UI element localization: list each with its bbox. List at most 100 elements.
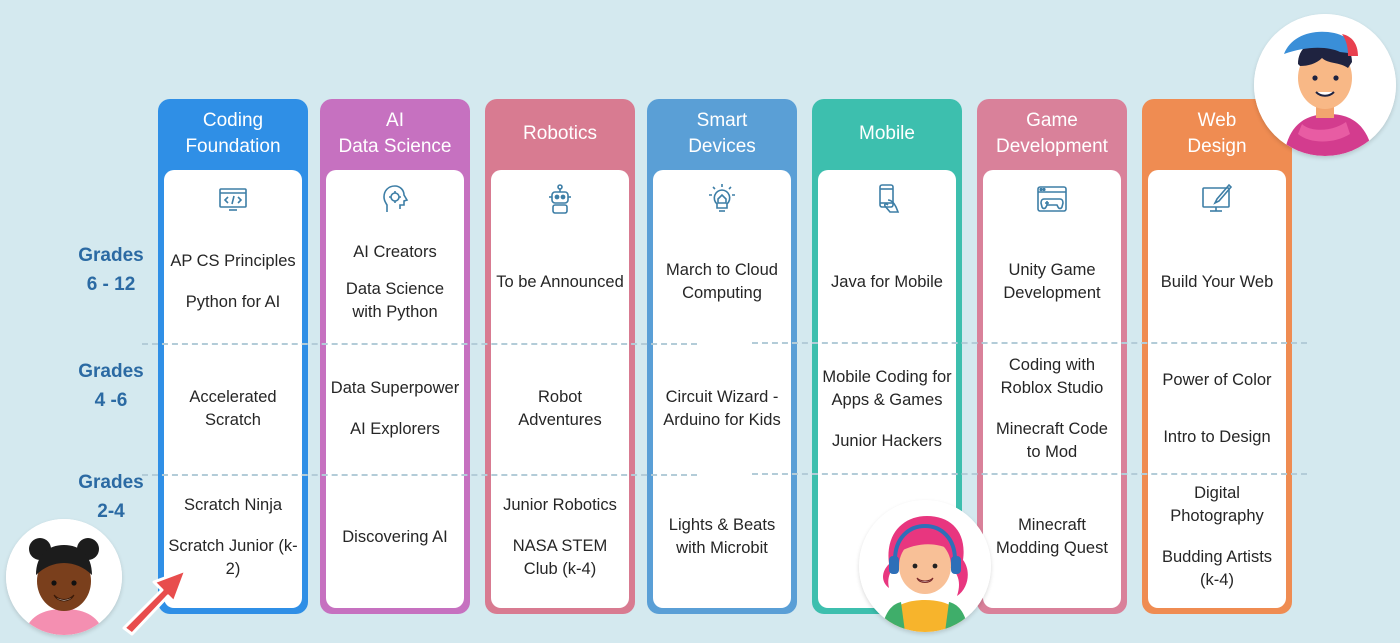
track-title-line: Game	[1026, 110, 1078, 131]
grade-label-line: Grades	[78, 472, 144, 493]
course-name: March to Cloud Computing	[666, 261, 778, 302]
course-cell: Data Superpower AI Explorers	[330, 346, 460, 472]
course-name: Scratch Ninja	[183, 495, 283, 514]
course-name: Build Your Web	[1160, 272, 1274, 291]
robot-icon	[543, 182, 577, 216]
course-name: Intro to Design	[1163, 428, 1271, 446]
course-cell: Power of Color Intro to Design	[1152, 346, 1282, 472]
course-cell: Minecraft Modding Quest	[987, 476, 1117, 598]
girl-avatar	[6, 519, 122, 635]
course-cell: Coding with Roblox Studio Minecraft Code…	[987, 346, 1117, 472]
course-cell: To be Announced	[495, 222, 625, 342]
course-cell: Accelerated Scratch	[168, 346, 298, 472]
course-cell: Circuit Wizard - Arduino for Kids	[657, 346, 787, 472]
game-controller-icon	[1035, 182, 1069, 216]
course-name: Mobile Coding for Apps & Games	[822, 367, 952, 409]
grade-label-6-12: Grades 6 - 12	[56, 241, 166, 299]
web-design-monitor-icon	[1200, 182, 1234, 216]
course-name: Robot Adventures	[518, 388, 602, 429]
course-name: AI Creators	[353, 242, 437, 261]
track-title-line: Design	[1187, 136, 1247, 157]
track-title: Robotics	[485, 99, 635, 169]
grade-label-2-4: Grades 2-4	[56, 468, 166, 526]
course-name: Junior Hackers	[831, 431, 943, 450]
course-name: Java for Mobile	[831, 272, 943, 291]
course-name: AI Explorers	[350, 420, 440, 438]
course-name: Minecraft Code to Mod	[996, 420, 1108, 461]
course-name: Junior Robotics	[503, 495, 617, 514]
track-title-line: AI	[386, 110, 404, 131]
track-title-line: Mobile	[859, 123, 915, 144]
track-title-line: Data Science	[338, 136, 452, 157]
course-name: Unity Game Development	[1003, 261, 1101, 302]
course-name: Python for AI	[185, 293, 281, 311]
grade-divider	[142, 343, 697, 345]
course-cell: March to Cloud Computing	[657, 222, 787, 342]
course-name: Circuit Wizard - Arduino for Kids	[663, 388, 781, 429]
track-title-line: Web	[1197, 110, 1237, 131]
course-name: Power of Color	[1162, 371, 1272, 389]
track-card: AP CS Principles Python for AI Accelerat…	[164, 170, 302, 608]
course-name: Discovering AI	[342, 527, 448, 546]
track-title-line: Development	[996, 136, 1108, 157]
course-cell: Robot Adventures	[495, 346, 625, 472]
grade-label-4-6: Grades 4 -6	[56, 357, 166, 415]
track-title-line: Smart	[696, 110, 748, 131]
course-cell: Mobile Coding for Apps & Games Junior Ha…	[822, 346, 952, 472]
course-cell: Digital Photography Budding Artists (k-4…	[1152, 476, 1282, 598]
track-title-line: Robotics	[523, 123, 597, 144]
grade-divider	[142, 474, 697, 476]
course-name: Scratch Junior (k-2)	[168, 536, 298, 578]
course-name: Data Science with Python	[345, 279, 445, 321]
code-window-icon	[216, 182, 250, 216]
arrow-pointer-icon	[120, 558, 192, 638]
boy-avatar	[1254, 14, 1396, 156]
course-cell: Discovering AI	[330, 476, 460, 598]
mobile-phone-icon	[870, 182, 904, 216]
track-ai-data-science: AI Data Science AI Creators Data Science …	[320, 99, 470, 614]
grade-label-line: Grades	[78, 361, 144, 382]
track-title-line: Devices	[688, 136, 756, 157]
course-cell: Unity Game Development	[987, 222, 1117, 342]
grade-label-range: 6 - 12	[86, 274, 136, 295]
course-name: To be Announced	[496, 272, 624, 291]
track-title-line: Coding	[202, 110, 264, 131]
smart-home-bulb-icon	[705, 182, 739, 216]
course-cell: AI Creators Data Science with Python	[330, 222, 460, 342]
girl-headset-avatar	[859, 500, 991, 632]
grade-label-line: Grades	[78, 245, 144, 266]
course-name: NASA STEM Club (k-4)	[512, 536, 608, 578]
track-title: AI Data Science	[320, 99, 470, 169]
course-cell: Lights & Beats with Microbit	[657, 476, 787, 598]
grade-divider	[752, 342, 1307, 344]
course-name: Minecraft Modding Quest	[996, 516, 1108, 557]
course-name: Budding Artists (k-4)	[1161, 548, 1273, 589]
course-cell: AP CS Principles Python for AI	[168, 222, 298, 342]
track-title-line: Foundation	[185, 136, 281, 157]
course-name: Accelerated Scratch	[189, 388, 277, 429]
track-card: AI Creators Data Science with Python Dat…	[326, 170, 464, 608]
course-name: AP CS Principles	[170, 252, 296, 270]
course-name: Digital Photography	[1170, 484, 1264, 525]
course-cell: Java for Mobile	[822, 222, 952, 342]
grade-label-range: 2-4	[97, 501, 125, 522]
grade-label-range: 4 -6	[94, 390, 128, 411]
track-title: Mobile	[812, 99, 962, 169]
grade-divider	[752, 473, 1307, 475]
track-card: To be Announced Robot Adventures Junior …	[491, 170, 629, 608]
course-name: Lights & Beats with Microbit	[668, 516, 776, 557]
course-cell: Build Your Web	[1152, 222, 1282, 342]
track-card: Unity Game Development Coding with Roblo…	[983, 170, 1121, 608]
track-card: March to Cloud Computing Circuit Wizard …	[653, 170, 791, 608]
ai-brain-icon	[378, 182, 412, 216]
course-name: Coding with Roblox Studio	[1000, 356, 1104, 397]
track-card: Build Your Web Power of Color Intro to D…	[1148, 170, 1286, 608]
